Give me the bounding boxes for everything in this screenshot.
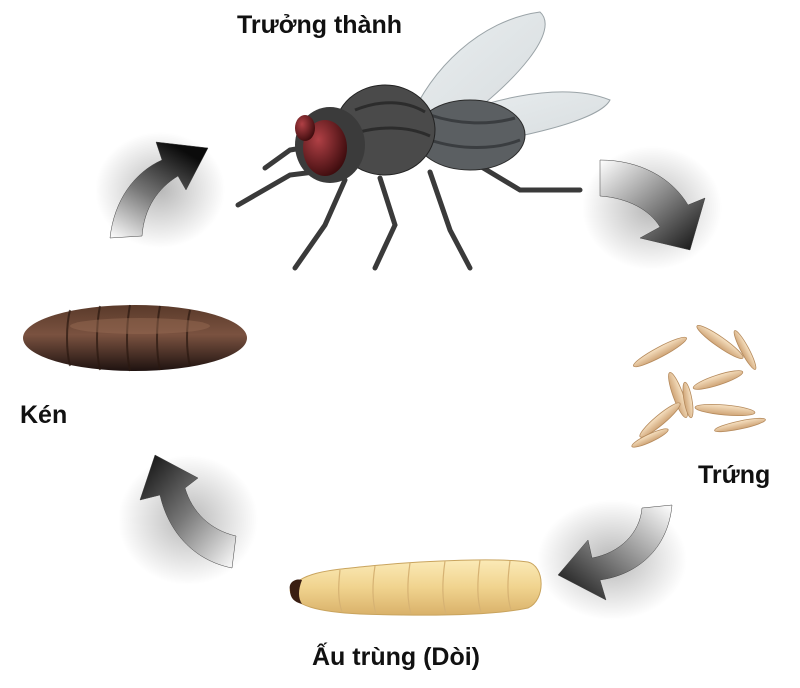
larva-image xyxy=(289,559,542,616)
arrow-pupa-to-adult xyxy=(95,132,225,248)
arrow-adult-to-egg xyxy=(582,146,722,270)
eggs-image xyxy=(631,325,766,448)
arrow-larva-to-pupa xyxy=(118,454,258,585)
label-pupa: Kén xyxy=(20,401,67,429)
label-larva: Ấu trùng (Dòi) xyxy=(312,642,480,671)
label-adult: Trưởng thành xyxy=(237,11,402,39)
pupa-image xyxy=(23,304,247,372)
arrow-egg-to-larva xyxy=(537,500,687,620)
adult-fly-image xyxy=(235,11,611,271)
label-egg: Trứng xyxy=(698,461,770,489)
